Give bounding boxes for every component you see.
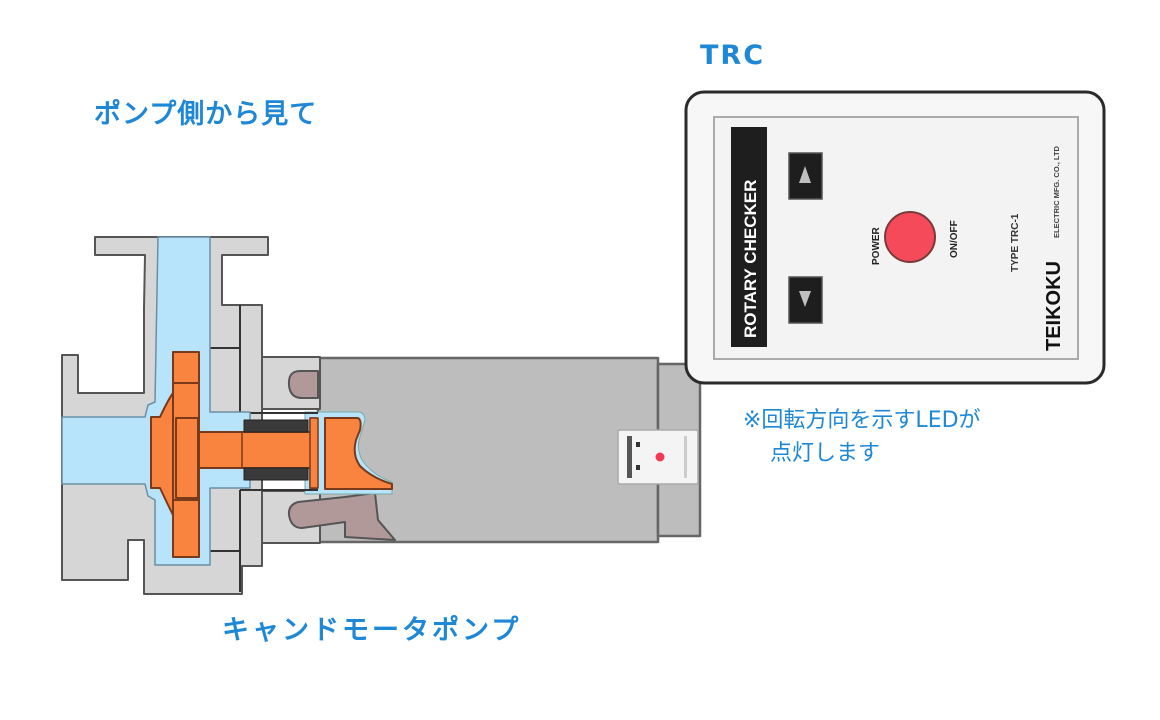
winding-bottom: [287, 492, 396, 541]
canned-motor-pump: [61, 236, 702, 595]
trc-device: ROTARY CHECKER POWER ON/OFF TYPE TRC-1 T…: [684, 90, 1106, 385]
model-label: TYPE TRC-1: [1010, 213, 1021, 272]
shaft: [198, 431, 315, 469]
trc-heading: TRC: [700, 40, 766, 71]
bearing-top: [243, 419, 309, 433]
brand-label: TEIKOKU: [1043, 261, 1065, 351]
sensor-led: [655, 452, 665, 462]
manufacturer-label: ELECTRIC MFG. CO., LTD: [1052, 145, 1061, 238]
winding-top: [287, 370, 319, 399]
product-name-strip: [731, 127, 767, 347]
pump-side-view-heading: ポンプ側から見て: [94, 99, 318, 130]
rotor: [324, 417, 393, 490]
led-note-line1: ※回転方向を示すLEDが: [743, 408, 981, 433]
triangle-down-icon: [799, 291, 811, 307]
power-button[interactable]: [884, 211, 936, 263]
onoff-label: ON/OFF: [949, 220, 960, 258]
led-note: ※回転方向を示すLEDが 点灯します: [743, 404, 981, 470]
canned-motor-pump-caption: キャンドモータポンプ: [222, 615, 522, 646]
triangle-up-icon: [799, 166, 811, 183]
down-button[interactable]: [788, 276, 823, 324]
led-note-line2: 点灯します: [770, 441, 881, 466]
bearing-bottom: [243, 467, 309, 481]
thrust-collar: [309, 417, 319, 489]
trc-sensor-unit: [617, 429, 699, 485]
power-label: POWER: [871, 226, 882, 265]
up-button[interactable]: [788, 152, 823, 200]
product-name-text: ROTARY CHECKER: [741, 180, 760, 338]
